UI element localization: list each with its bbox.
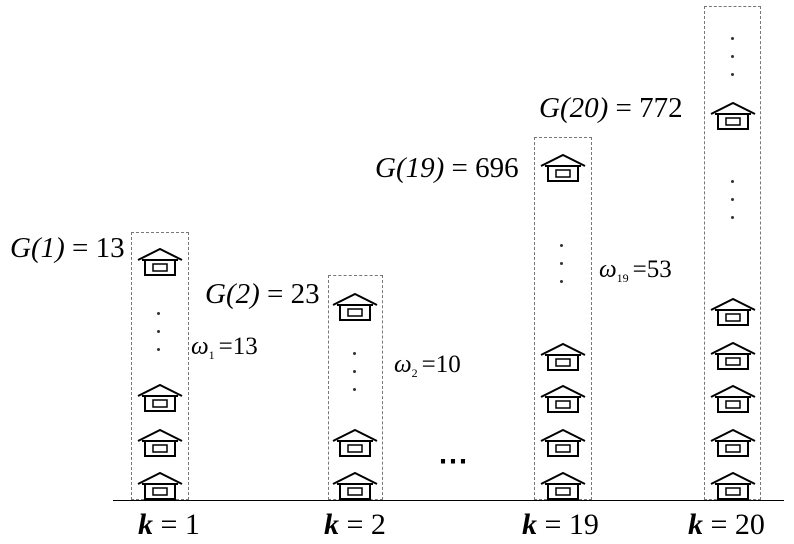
- k-variable: k: [324, 508, 339, 541]
- k-value: 19: [568, 508, 599, 541]
- house-icon: [539, 153, 587, 183]
- house-icon: [331, 428, 379, 458]
- g-value: 23: [290, 278, 320, 310]
- k-value: 2: [370, 508, 386, 541]
- equals-sign: =: [153, 508, 185, 541]
- omega-label-k1: ω1=13: [191, 334, 258, 361]
- g-function: G(1): [10, 232, 65, 264]
- g-value: 772: [639, 92, 683, 124]
- k-value: 1: [184, 508, 200, 541]
- omega-subscript: 2: [411, 366, 418, 380]
- house-icon: [709, 384, 757, 414]
- house-icon: [136, 428, 184, 458]
- omega-value: 13: [232, 333, 258, 360]
- equals-sign: =: [444, 152, 476, 184]
- k-variable: k: [138, 508, 153, 541]
- house-icon: [709, 101, 757, 131]
- horizontal-ellipsis: ⋯: [438, 445, 469, 478]
- house-icon: [331, 471, 379, 501]
- equals-sign: =: [259, 278, 291, 310]
- equals-sign: =: [64, 232, 96, 264]
- house-icon: [539, 384, 587, 414]
- g-value: 696: [475, 152, 519, 184]
- house-icon: [331, 292, 379, 322]
- equals-sign: =: [339, 508, 371, 541]
- vertical-dots: [557, 244, 567, 289]
- vertical-dots: [728, 180, 738, 225]
- omega-label-k2: ω2=10: [394, 352, 461, 379]
- omega-symbol: ω: [599, 256, 617, 283]
- g-function: G(19): [375, 152, 445, 184]
- g-label-k19: G(19) = 696: [375, 154, 519, 183]
- house-icon: [539, 471, 587, 501]
- house-icon: [709, 297, 757, 327]
- k-label-19: k = 19: [522, 510, 599, 540]
- g-function: G(20): [539, 92, 609, 124]
- g-label-k2: G(2) = 23: [205, 280, 320, 309]
- house-icon: [136, 383, 184, 413]
- equals-sign: =: [608, 92, 640, 124]
- vertical-dots: [728, 37, 738, 82]
- equals-sign: =: [421, 351, 436, 378]
- g-label-k20: G(20) = 772: [539, 94, 683, 123]
- g-function: G(2): [205, 278, 260, 310]
- house-icon: [136, 247, 184, 277]
- omega-value: 53: [646, 256, 672, 283]
- equals-sign: =: [632, 256, 647, 283]
- equals-sign: =: [703, 508, 735, 541]
- k-label-20: k = 20: [688, 510, 765, 540]
- vertical-dots: [154, 312, 164, 357]
- omega-symbol: ω: [191, 333, 209, 360]
- equals-sign: =: [218, 333, 233, 360]
- omega-subscript: 19: [616, 271, 629, 285]
- house-icon: [709, 428, 757, 458]
- house-icon: [539, 342, 587, 372]
- omega-label-k19: ω19=53: [599, 257, 672, 284]
- house-icon: [709, 341, 757, 371]
- baseline-axis: [113, 500, 784, 501]
- omega-symbol: ω: [394, 351, 412, 378]
- k-label-2: k = 2: [324, 510, 386, 540]
- house-icon: [539, 428, 587, 458]
- k-variable: k: [688, 508, 703, 541]
- vertical-dots: [350, 352, 360, 397]
- house-icon: [709, 471, 757, 501]
- k-value: 20: [734, 508, 765, 541]
- g-value: 13: [95, 232, 125, 264]
- house-icon: [136, 471, 184, 501]
- omega-value: 10: [435, 351, 461, 378]
- k-variable: k: [522, 508, 537, 541]
- g-label-k1: G(1) = 13: [10, 234, 125, 263]
- k-label-1: k = 1: [138, 510, 200, 540]
- equals-sign: =: [537, 508, 569, 541]
- omega-subscript: 1: [208, 348, 215, 362]
